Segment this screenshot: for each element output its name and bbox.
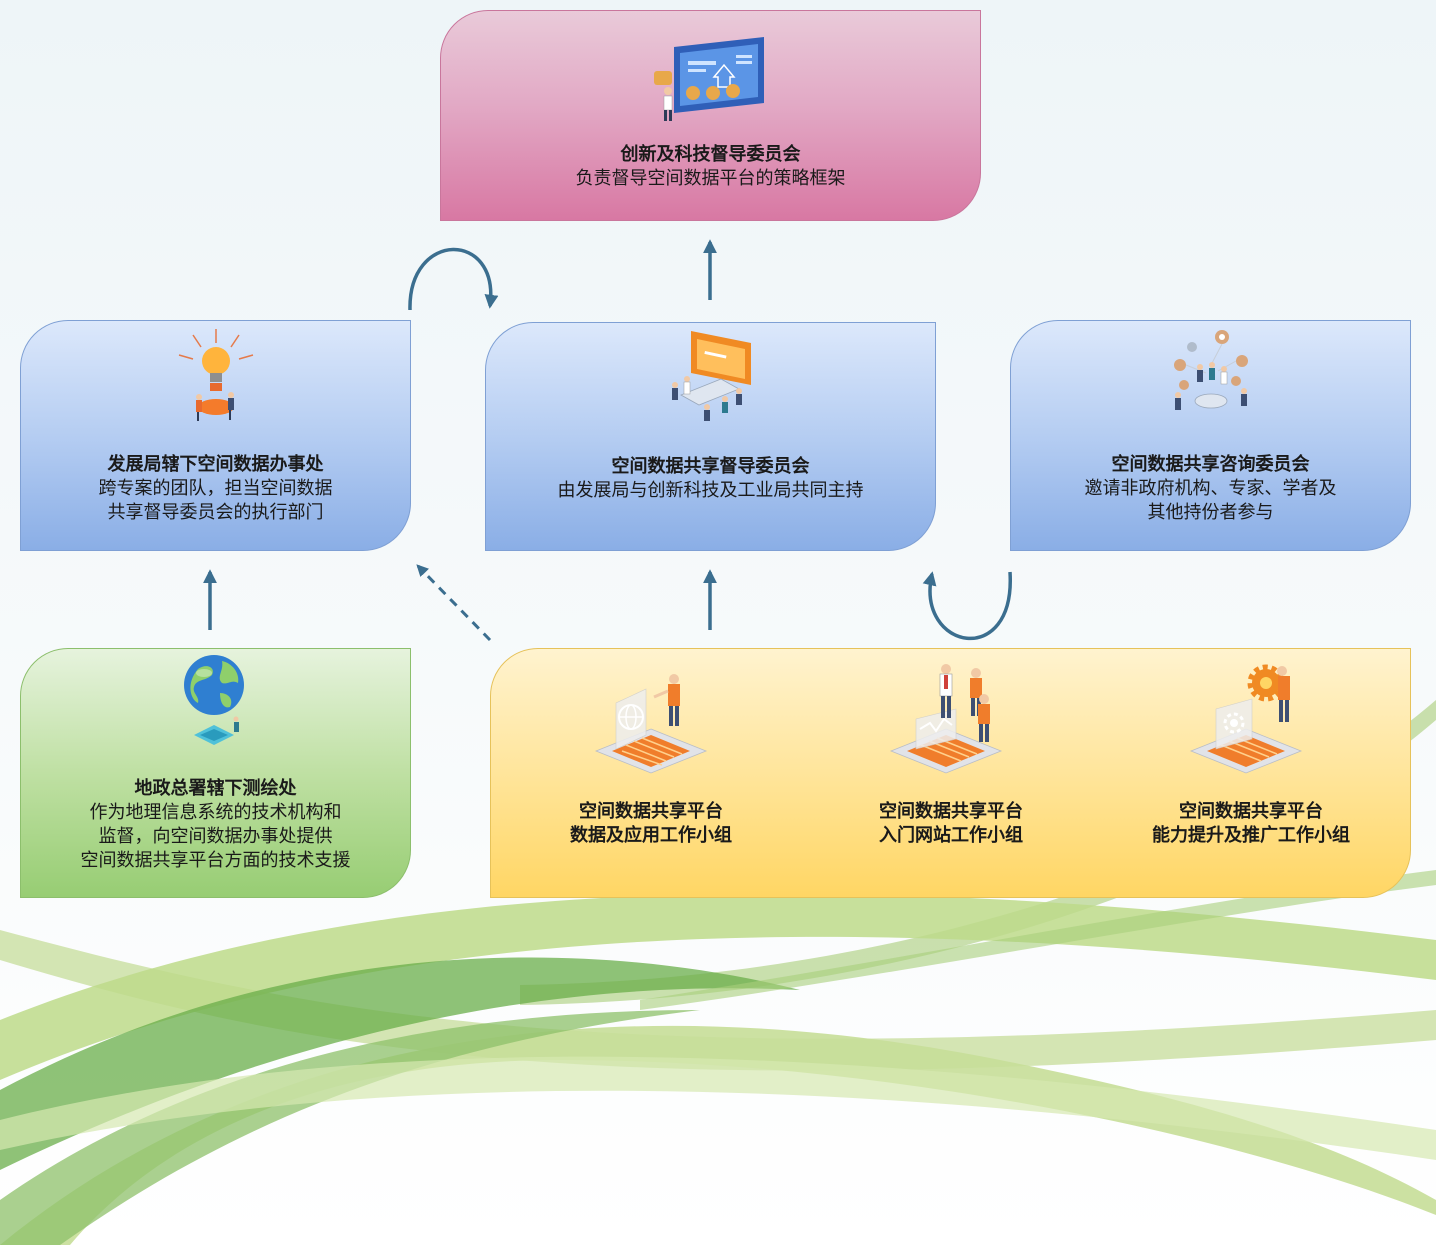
working-group-capacity-promotion-name: 空间数据共享平台 能力提升及推广工作小组 xyxy=(1152,801,1350,846)
gear-platform-icon xyxy=(1189,664,1303,774)
lands-survey-office-description: 作为地理信息系统的技术机构和 监督，向空间数据办事处提供 空间数据共享平台方面的… xyxy=(80,802,351,871)
map-platform-icon xyxy=(889,664,1003,774)
steering-committee-title: 空间数据共享督导委员会 xyxy=(611,456,810,477)
devb-office-description: 跨专案的团队，担当空间数据 共享督导委员会的执行部门 xyxy=(98,478,333,523)
devb-office-box: 发展局辖下空间数据办事处 跨专案的团队，担当空间数据 共享督导委员会的执行部门 xyxy=(20,320,411,551)
globe-icon xyxy=(183,655,244,745)
working-group-capacity-promotion: 空间数据共享平台 能力提升及推广工作小组 xyxy=(1111,659,1391,848)
innovation-committee-description: 负责督导空间数据平台的策略框架 xyxy=(575,168,846,189)
meeting-presentation-icon xyxy=(671,331,751,421)
working-group-data-applications-name: 空间数据共享平台 数据及应用工作小组 xyxy=(570,801,732,846)
dashboard-presentation-icon xyxy=(653,37,764,121)
advisory-committee-title: 空间数据共享咨询委员会 xyxy=(1111,454,1310,475)
lightbulb-idea-icon xyxy=(178,329,253,421)
working-groups-box: 空间数据共享平台 数据及应用工作小组 空间数据共享平台 入门网站工作小组 xyxy=(490,648,1411,898)
innovation-committee-title: 创新及科技督导委员会 xyxy=(620,144,801,165)
lands-survey-office-box: 地政总署辖下测绘处 作为地理信息系统的技术机构和 监督，向空间数据办事处提供 空… xyxy=(20,648,411,898)
steering-committee-description: 由发展局与创新科技及工业局共同主持 xyxy=(557,480,864,501)
lands-survey-office-title: 地政总署辖下测绘处 xyxy=(134,778,297,799)
working-group-portal-name: 空间数据共享平台 入门网站工作小组 xyxy=(879,801,1023,846)
advisory-committee-description: 邀请非政府机构、专家、学者及 其他持份者参与 xyxy=(1084,478,1337,523)
steering-committee-box: 空间数据共享督导委员会 由发展局与创新科技及工业局共同主持 xyxy=(485,322,936,551)
globe-platform-icon xyxy=(594,674,708,774)
people-network-icon xyxy=(1173,330,1248,410)
devb-office-title: 发展局辖下空间数据办事处 xyxy=(107,454,324,475)
working-group-portal: 空间数据共享平台 入门网站工作小组 xyxy=(811,659,1091,848)
innovation-committee-box: 创新及科技督导委员会 负责督导空间数据平台的策略框架 xyxy=(440,10,981,221)
advisory-committee-box: 空间数据共享咨询委员会 邀请非政府机构、专家、学者及 其他持份者参与 xyxy=(1010,320,1411,551)
working-group-data-applications: 空间数据共享平台 数据及应用工作小组 xyxy=(511,659,791,848)
